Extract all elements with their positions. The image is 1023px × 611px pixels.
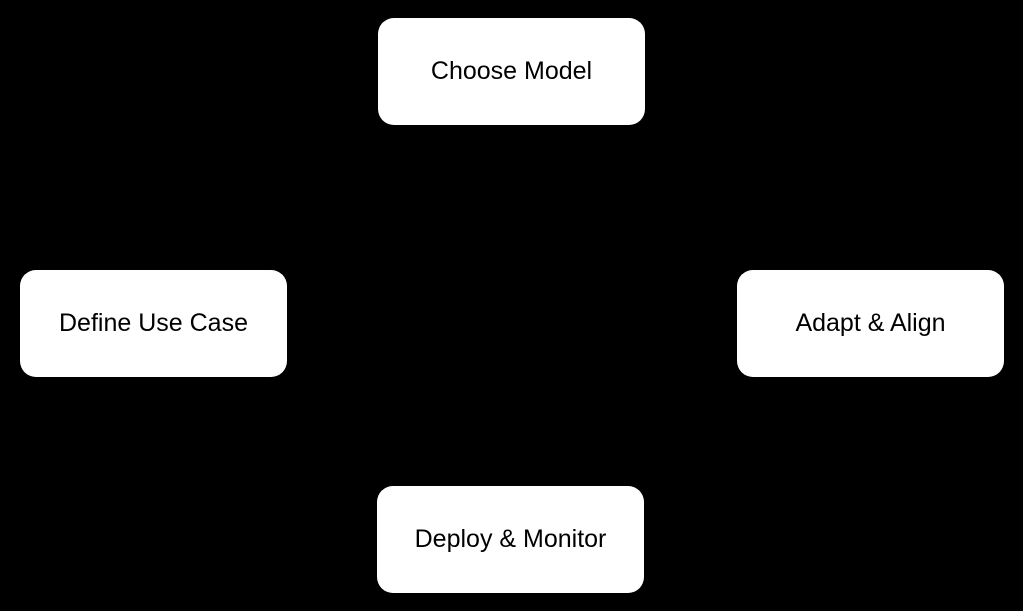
- node-define-use-case: Define Use Case: [20, 270, 287, 377]
- node-label: Adapt & Align: [795, 309, 946, 337]
- node-adapt-align: Adapt & Align: [737, 270, 1004, 377]
- node-choose-model: Choose Model: [378, 18, 645, 125]
- node-label: Choose Model: [430, 57, 593, 85]
- node-label: Deploy & Monitor: [414, 525, 607, 553]
- node-label: Define Use Case: [59, 309, 248, 337]
- node-deploy-monitor: Deploy & Monitor: [377, 486, 644, 593]
